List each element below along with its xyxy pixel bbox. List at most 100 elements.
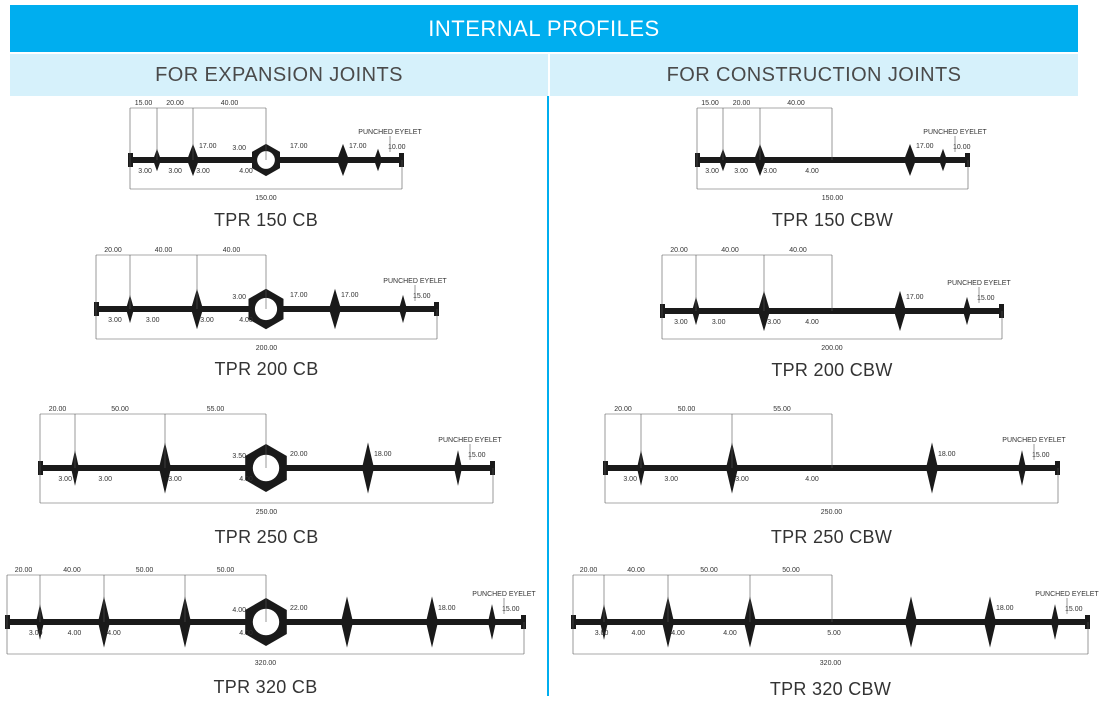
center-thickness-label: 3.00	[232, 294, 246, 301]
bulb-height-label: 17.00	[341, 292, 359, 299]
top-dim-label: 15.00	[701, 100, 719, 107]
center-height-label: 17.00	[290, 143, 308, 150]
bottom-dim-label: 4.00	[239, 630, 253, 637]
top-dim-label: 50.00	[700, 567, 718, 574]
end-cap-left	[94, 302, 99, 316]
bulb	[926, 442, 938, 494]
bulb	[362, 442, 374, 494]
bulb-height-label: 18.00	[938, 451, 956, 458]
top-dim-label: 40.00	[63, 567, 81, 574]
top-dim-label: 20.00	[104, 247, 122, 254]
punched-eyelet-label: PUNCHED EYELET	[947, 280, 1011, 287]
top-dim-label: 20.00	[15, 567, 33, 574]
top-dim-label: 20.00	[580, 567, 598, 574]
center-thickness-label: 3.50	[232, 453, 246, 460]
bulb	[337, 143, 349, 177]
eyelet-dim-label: 15.00	[502, 606, 520, 613]
total-dim-label: 250.00	[821, 509, 843, 516]
profile-title: TPR 320 CBW	[770, 679, 891, 699]
bulb	[894, 290, 906, 332]
bulb	[426, 596, 438, 648]
total-dim-label: 320.00	[820, 660, 842, 667]
bottom-dim-label: 3.00	[138, 168, 152, 175]
top-dim-label: 40.00	[787, 100, 805, 107]
main-header: INTERNAL PROFILES	[10, 5, 1078, 52]
top-dim-label: 40.00	[627, 567, 645, 574]
top-dim-label: 20.00	[733, 100, 751, 107]
bottom-dim-label: 3.00	[623, 476, 637, 483]
bulb-height-label: 17.00	[349, 143, 367, 150]
bulb	[1051, 604, 1059, 640]
bottom-dim-label: 3.00	[735, 476, 749, 483]
profile-title: TPR 150 CB	[214, 210, 318, 230]
center-height-label: 22.00	[290, 605, 308, 612]
bulb	[329, 288, 341, 330]
bulb	[984, 596, 996, 648]
end-cap-right	[399, 153, 404, 167]
bottom-dim-label: 3.00	[168, 168, 182, 175]
end-cap-left	[128, 153, 133, 167]
profile-web	[605, 465, 1058, 471]
bottom-dim-label: 4.00	[68, 630, 82, 637]
top-dim-label: 40.00	[789, 247, 807, 254]
bottom-dim-label: 4.00	[671, 630, 685, 637]
column-divider	[547, 96, 549, 696]
eyelet-dim-label: 10.00	[388, 144, 406, 151]
bulb	[905, 596, 917, 648]
end-cap-right	[521, 615, 526, 629]
bulb	[488, 604, 496, 640]
bulb	[904, 143, 916, 177]
bottom-dim-label: 3.00	[664, 476, 678, 483]
center-thickness-label: 3.00	[232, 145, 246, 152]
bottom-dim-label: 3.00	[146, 317, 160, 324]
bottom-dim-label: 3.00	[29, 630, 43, 637]
punched-eyelet-label: PUNCHED EYELET	[358, 129, 422, 136]
bulb	[963, 296, 971, 326]
center-height-label: 17.00	[290, 292, 308, 299]
expansion-joints-header: FOR EXPANSION JOINTS	[10, 54, 548, 96]
bulb-height-label: 18.00	[374, 451, 392, 458]
center-height-label: 20.00	[290, 451, 308, 458]
bulb-height-label: 17.00	[199, 143, 217, 150]
top-dim-label: 20.00	[49, 406, 67, 413]
eyelet-dim-label: 15.00	[1065, 606, 1083, 613]
bottom-dim-label: 4.00	[805, 476, 819, 483]
top-dim-label: 20.00	[614, 406, 632, 413]
bottom-dim-label: 4.00	[805, 168, 819, 175]
eyelet-dim-label: 15.00	[977, 295, 995, 302]
bulb-height-label: 17.00	[906, 294, 924, 301]
profile-title: TPR 320 CB	[213, 677, 317, 697]
bottom-dim-label: 3.00	[58, 476, 72, 483]
bottom-dim-label: 3.00	[712, 319, 726, 326]
total-dim-label: 200.00	[821, 345, 843, 352]
profile-title: TPR 250 CBW	[771, 527, 892, 547]
end-cap-right	[965, 153, 970, 167]
end-cap-left	[5, 615, 10, 629]
eyelet-dim-label: 15.00	[468, 452, 486, 459]
bottom-dim-label: 3.00	[98, 476, 112, 483]
punched-eyelet-label: PUNCHED EYELET	[472, 591, 536, 598]
bottom-dim-label: 3.00	[734, 168, 748, 175]
bottom-dim-label: 4.00	[239, 317, 253, 324]
bulb-height-label: 18.00	[996, 605, 1014, 612]
profile-web	[573, 619, 1088, 625]
end-cap-right	[490, 461, 495, 475]
total-dim-label: 150.00	[822, 195, 844, 202]
total-dim-label: 200.00	[256, 345, 278, 352]
end-cap-right	[999, 304, 1004, 318]
bottom-dim-label: 3.00	[767, 319, 781, 326]
top-dim-label: 55.00	[773, 406, 791, 413]
bulb	[454, 450, 462, 486]
bottom-dim-label: 3.00	[108, 317, 122, 324]
top-dim-label: 20.00	[166, 100, 184, 107]
eyelet-dim-label: 10.00	[953, 144, 971, 151]
bottom-dim-label: 3.00	[705, 168, 719, 175]
bottom-dim-label: 4.00	[805, 319, 819, 326]
top-dim-label: 55.00	[207, 406, 225, 413]
bottom-dim-label: 4.00	[239, 168, 253, 175]
